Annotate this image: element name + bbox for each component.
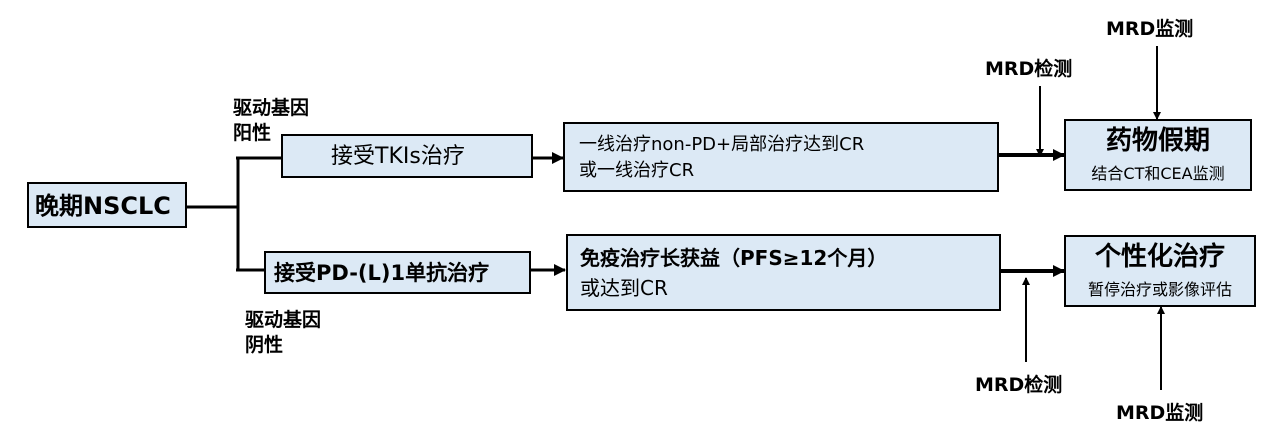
driver-positive-label: 驱动基因 阳性 — [233, 96, 309, 145]
driver-positive-line2: 阳性 — [233, 121, 272, 144]
mrd-monitor-upper: MRD监测 — [1106, 18, 1194, 40]
driver-negative-line1: 驱动基因 — [245, 309, 322, 331]
drug-holiday-title: 药物假期 — [1105, 126, 1210, 156]
mrd-detect-upper: MRD检测 — [985, 58, 1073, 80]
driver-negative-line2: 阴性 — [245, 333, 284, 356]
personalized-node: 个性化治疗 暂停治疗或影像评估 — [1064, 235, 1256, 307]
tki-node: 接受TKIs治疗 — [281, 134, 533, 178]
personalized-title: 个性化治疗 — [1094, 242, 1225, 272]
personalized-sub: 暂停治疗或影像评估 — [1087, 280, 1232, 299]
driver-positive-line1: 驱动基因 — [233, 97, 310, 119]
cr-node: 一线治疗non-PD+局部治疗达到CR 或一线治疗CR — [563, 122, 999, 192]
mrd-detect-lower: MRD检测 — [975, 374, 1063, 396]
immune-line1: 免疫治疗长获益（PFS≥12个月） — [580, 246, 888, 270]
mrd-monitor-lower: MRD监测 — [1116, 402, 1204, 424]
start-node: 晚期NSCLC — [27, 182, 187, 228]
drug-holiday-node: 药物假期 结合CT和CEA监测 — [1064, 119, 1252, 191]
immune-node: 免疫治疗长获益（PFS≥12个月） 或达到CR — [566, 234, 1001, 311]
cr-line2: 或一线治疗CR — [579, 160, 695, 181]
pd-label: 接受PD-(L)1单抗治疗 — [274, 261, 490, 285]
drug-holiday-sub: 结合CT和CEA监测 — [1091, 164, 1225, 183]
immune-line2: 或达到CR — [580, 276, 668, 300]
cr-line1: 一线治疗non-PD+局部治疗达到CR — [579, 134, 865, 155]
driver-negative-label: 驱动基因 阴性 — [245, 308, 321, 357]
start-label: 晚期NSCLC — [35, 192, 171, 220]
pd-node: 接受PD-(L)1单抗治疗 — [264, 251, 531, 294]
tki-label: 接受TKIs治疗 — [331, 144, 465, 169]
